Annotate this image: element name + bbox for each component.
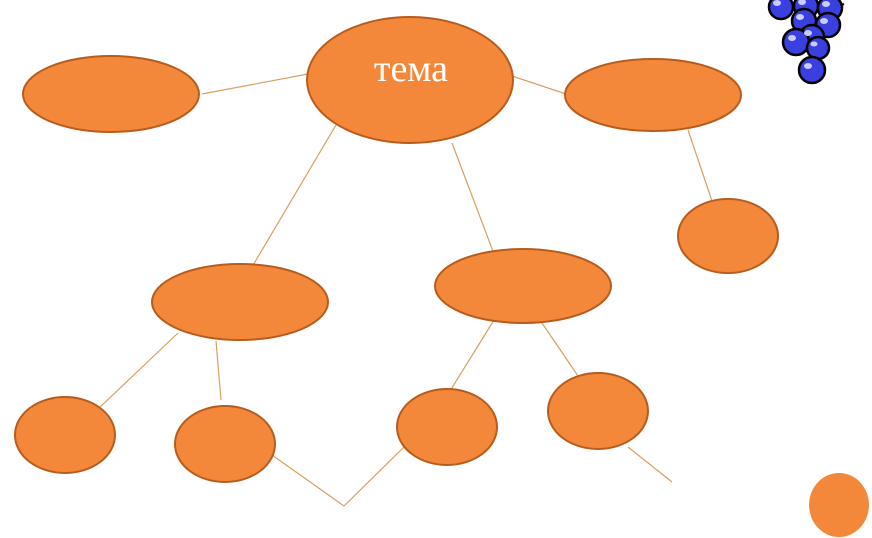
connector-bottom2-tail: [271, 454, 345, 507]
connector-bottom4-tail: [627, 446, 673, 483]
grape-highlight: [773, 0, 781, 6]
grape-highlight: [804, 30, 812, 36]
grape-highlight: [788, 35, 796, 41]
grape-highlight: [820, 18, 828, 24]
grapes-icon: [767, 0, 845, 85]
node-mid-left: [151, 263, 329, 341]
node-bottom-2: [174, 405, 276, 483]
connector-bottom3-tail: [343, 446, 405, 507]
node-bottom-3: [396, 388, 498, 466]
node-corner-dot: [809, 473, 869, 537]
node-top-right: [564, 58, 742, 132]
connector-center-midleft: [251, 124, 337, 268]
connectors: [97, 73, 713, 507]
connector-center-left: [201, 73, 309, 95]
connector-midright-bottom3: [449, 319, 495, 392]
nodes: [14, 16, 869, 537]
grape-highlight: [810, 41, 818, 47]
connector-midleft-bottom2: [215, 340, 222, 401]
grape-berry: [797, 55, 827, 85]
center-topic-label: тема: [373, 48, 449, 90]
grape-highlight: [796, 14, 804, 20]
grape-berry: [767, 0, 795, 21]
grape-highlight: [822, 1, 830, 7]
connector-midright-bottom4: [539, 319, 579, 377]
node-bottom-1: [14, 396, 116, 474]
connector-right-small: [687, 129, 713, 202]
node-right-small: [677, 198, 779, 274]
node-top-left: [22, 55, 200, 133]
connector-midleft-bottom1: [97, 332, 179, 410]
grape-highlight: [798, 0, 806, 5]
grape-highlight: [804, 63, 812, 69]
node-center-topic: [306, 16, 514, 144]
connector-center-right: [511, 75, 567, 95]
node-bottom-4: [547, 372, 649, 450]
grape-highlights: [773, 0, 830, 69]
grape-berry: [805, 35, 831, 61]
node-mid-right: [434, 248, 612, 324]
